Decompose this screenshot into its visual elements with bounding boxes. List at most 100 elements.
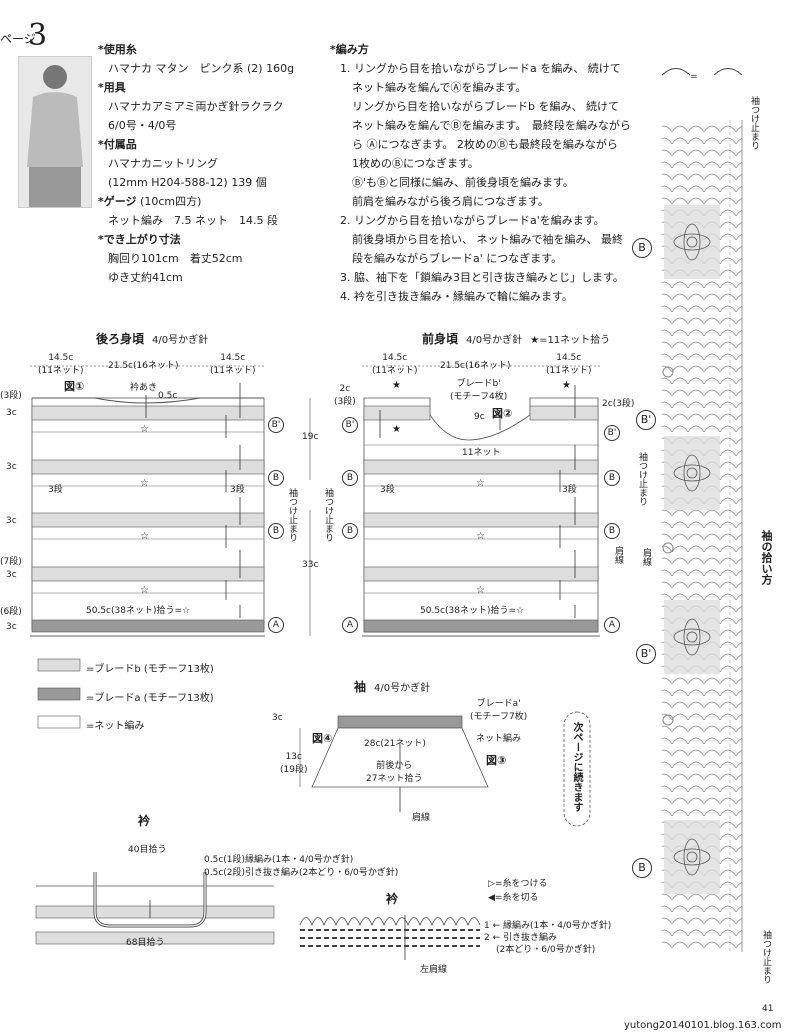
- method-line: 1枚めのⒷにつなぎます。: [352, 157, 479, 170]
- method-line: 2. リングから目を拾いながらブレードa'を編みます。: [340, 214, 605, 227]
- back-piece-label: B: [268, 518, 284, 539]
- spec-line: ハマナカアミアミ両かぎ針ラクラク: [108, 100, 284, 113]
- piece-id: B: [604, 523, 620, 539]
- spec-list: *使用糸 ハマナカ マタン ピンク系 (2) 160g *用具 ハマナカアミアミ…: [98, 40, 294, 287]
- piece-id: B: [342, 470, 358, 486]
- panel-piece-label: B: [632, 236, 652, 258]
- sleeve-pickup-title: 袖の拾い方: [760, 530, 773, 585]
- back-piece-label: B': [268, 412, 284, 433]
- sleeve-stop-bottom: 袖つけ止まり: [761, 930, 771, 984]
- legend-text: =糸を切る: [494, 893, 539, 903]
- spec-line: ネット編み 7.5 ネット 14.5 段: [108, 214, 278, 227]
- back-row-height: 3c: [6, 462, 17, 472]
- dim-label: (モチーフ4枚): [450, 392, 508, 402]
- front-width-left: 14.5c(11ネット): [372, 353, 417, 376]
- dim-label: 14.5c: [382, 353, 408, 363]
- dim-label: (19段): [280, 765, 308, 775]
- star-mark: ☆: [476, 478, 485, 489]
- collar2-row2: 2 ← 引き抜き編み: [484, 933, 558, 943]
- method-line: 3. 脇、袖下を「鎖編み3目と引き抜き編みとじ」します。: [340, 271, 624, 284]
- sleeve-drawing: [299, 715, 489, 812]
- front-net-label: 11ネット: [462, 448, 501, 458]
- star-mark: ☆: [140, 531, 149, 542]
- dim-label: 27ネット拾う: [366, 774, 423, 784]
- front-shoulder-line: 肩線: [613, 546, 623, 564]
- pattern-number: 3: [28, 18, 48, 53]
- legend-braid-a: =ブレードa (モチーフ13枚): [86, 693, 214, 704]
- piece-id: B: [268, 523, 284, 539]
- front-hook: 4/0号かぎ針: [466, 335, 523, 346]
- back-neck-label: 衿あき: [130, 383, 158, 393]
- star-mark: ☆: [476, 585, 485, 596]
- back-piece-label: A: [268, 612, 284, 633]
- spec-line: ゆき丈約41cm: [108, 271, 183, 284]
- piece-id: B: [342, 523, 358, 539]
- piece-id: B: [632, 858, 652, 878]
- piece-id: B': [636, 410, 656, 430]
- panel-shoulder-line: 肩線: [641, 548, 651, 566]
- collar-stitch-drawing: [299, 915, 481, 960]
- sleeve-braid-height: 3c: [272, 713, 283, 723]
- back-row-height: 3c: [6, 516, 17, 526]
- back-sleeve-stop: 袖つけ止まり: [287, 488, 297, 542]
- back-width-mid: 21.5c(16ネット): [108, 361, 179, 371]
- back-row-height: 3c: [6, 408, 17, 418]
- dim-label: 2c: [339, 384, 351, 394]
- spec-title: ゲージ: [103, 195, 137, 208]
- front-body-drawing: [362, 365, 600, 637]
- sleeve-pickup-symbol: =: [690, 72, 698, 82]
- front-piece-label: B': [342, 412, 358, 433]
- back-title-text: 後ろ身頃: [96, 332, 145, 346]
- cut-thread-legend: ◀=糸を切る: [488, 893, 539, 903]
- continued-next-page: 次ページに続きます: [571, 722, 582, 812]
- front-neck-depth: 9c: [474, 412, 485, 422]
- back-neck-depth: 0.5c: [158, 391, 178, 401]
- collar2-row1: 1 ← 縁編み(1本・4/0号かぎ針): [484, 921, 612, 931]
- collar-bottom-pick: 68目拾う: [126, 938, 165, 948]
- back-left-label: (3段): [0, 391, 22, 401]
- spec-line: ハマナカニットリング: [108, 157, 218, 170]
- dim-label: 前後から: [376, 761, 413, 771]
- piece-id: A: [604, 617, 620, 633]
- panel-piece-label: B': [636, 642, 656, 664]
- method-line: 前肩を編みながら後ろ肩につなぎます。: [352, 195, 549, 208]
- back-hook: 4/0号かぎ針: [152, 335, 209, 346]
- collar-drawing: [35, 872, 275, 945]
- star-mark: ☆: [476, 531, 485, 542]
- piece-id: B': [268, 417, 284, 433]
- spec-line: 6/0号・4/0号: [108, 119, 177, 132]
- piece-id: B: [632, 238, 652, 258]
- spec-line: (12mm H204-588-12) 139 個: [108, 176, 267, 189]
- collar2-title: 衿: [386, 892, 399, 906]
- front-braid-label: ブレードb'(モチーフ4枚): [450, 376, 507, 402]
- dim-label: 14.5c: [48, 353, 74, 363]
- star-mark: ☆: [140, 424, 149, 435]
- front-rows-right: 3段: [562, 485, 577, 495]
- back-left-label: (6段): [0, 607, 22, 617]
- piece-id: B: [268, 470, 284, 486]
- back-width-right: 14.5c(11ネット): [210, 353, 255, 376]
- front-piece-label: B': [604, 420, 620, 441]
- sleeve-braid-label: ブレードa'(モチーフ7枚): [470, 696, 527, 722]
- legend-text: 引き抜き編み: [503, 933, 558, 943]
- dim-label: 14.5c: [556, 353, 582, 363]
- back-body-drawing: [30, 365, 311, 637]
- sleeve-stop-top: 袖つけ止まり: [749, 96, 759, 150]
- legend-text: =糸をつける: [494, 879, 548, 889]
- black-star-mark: ★: [392, 380, 401, 391]
- sleeve-fig4: 図④: [312, 732, 333, 745]
- front-width-mid: 21.5c(16ネット): [440, 361, 511, 371]
- method-line: リングから目を拾いながらブレードb を編み、 続けて: [352, 100, 619, 113]
- piece-id: A: [342, 617, 358, 633]
- sleeve-hook: 4/0号かぎ針: [374, 683, 431, 694]
- sleeve-pick: 前後から 27ネット拾う: [366, 758, 422, 784]
- back-piece-label: B: [268, 465, 284, 486]
- method-line: ネット編みを編んでⒶを編みます。: [352, 81, 527, 94]
- collar-top-pick: 40目拾う: [128, 845, 167, 855]
- front-piece-label: B: [604, 465, 620, 486]
- dim-label: ブレードa': [476, 699, 521, 709]
- dim-label: (3段): [612, 399, 635, 409]
- front-depth-left: 2c(3段): [334, 384, 356, 407]
- piece-id: B: [604, 470, 620, 486]
- front-note: ★=11ネット拾う: [530, 335, 611, 346]
